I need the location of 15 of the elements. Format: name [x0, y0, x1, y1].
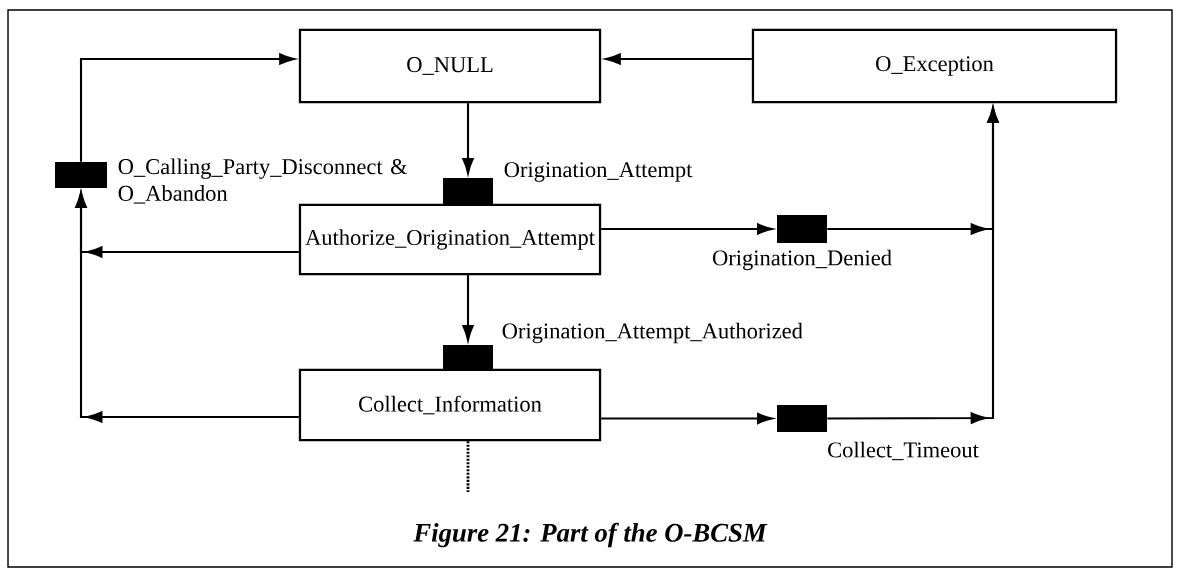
detection-point-label: O_Calling_Party_Disconnect & O_Abandon: [118, 158, 408, 204]
detection-point-bar: [443, 345, 493, 370]
detection-point-bar: [777, 405, 827, 432]
detection-point-bar: [55, 162, 107, 188]
detection-point-label: Origination_Attempt_Authorized: [502, 322, 803, 344]
state-box: Authorize_Origination_Attempt: [298, 203, 602, 276]
detection-point-label: Collect_Timeout: [828, 441, 979, 461]
detection-point-label: Origination_Denied: [712, 249, 892, 271]
detection-point-bar: [777, 215, 827, 243]
figure-caption: Figure 21: Part of the O-BCSM: [413, 522, 768, 548]
detection-point-label: Origination_Attempt: [504, 162, 693, 182]
detection-point-bar: [443, 178, 493, 204]
state-box: O_Exception: [751, 28, 1118, 104]
state-box: Collect_Information: [298, 368, 602, 442]
state-box: O_NULL: [298, 28, 602, 104]
